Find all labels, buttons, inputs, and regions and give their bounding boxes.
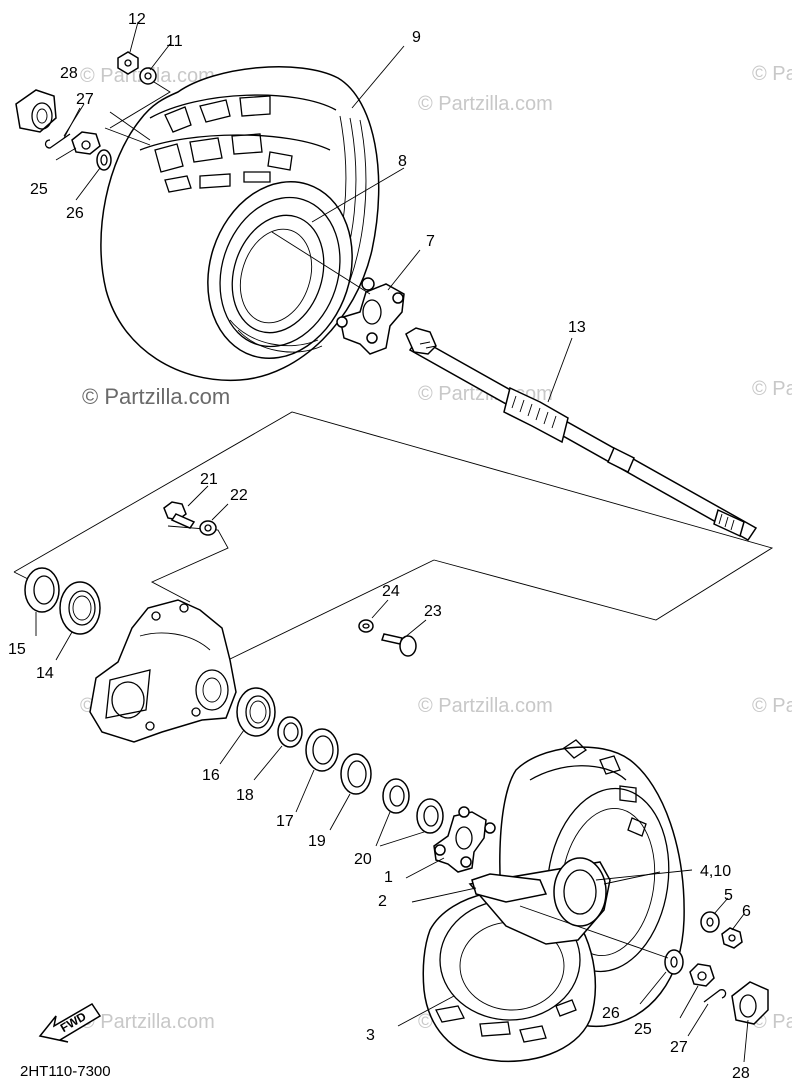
callout-27-bottom: 27	[670, 1039, 688, 1056]
callout-4-10: 4,10	[700, 863, 731, 880]
callout-2: 2	[378, 893, 387, 910]
cap-28-bottom[interactable]	[731, 981, 769, 1025]
washer-24[interactable]	[358, 619, 374, 633]
bearing-16[interactable]	[236, 687, 276, 737]
callout-24: 24	[382, 583, 400, 600]
callout-21: 21	[200, 471, 218, 488]
rear-wheel-right[interactable]	[422, 739, 685, 1063]
callout-5: 5	[724, 887, 733, 904]
callout-28-bottom: 28	[732, 1065, 750, 1082]
callout-13: 13	[568, 319, 586, 336]
bearing-17[interactable]	[305, 728, 339, 772]
seal-15[interactable]	[24, 567, 60, 613]
wheel-hub-7[interactable]	[336, 277, 405, 355]
spacer-18[interactable]	[277, 716, 303, 748]
callout-23: 23	[424, 603, 442, 620]
cap-28-top[interactable]	[15, 89, 57, 133]
callout-6: 6	[742, 903, 751, 920]
callout-18: 18	[236, 787, 254, 804]
rear-wheel-left[interactable]	[100, 66, 380, 382]
callout-7: 7	[426, 233, 435, 250]
callout-26-top: 26	[66, 205, 84, 222]
callout-25-top: 25	[30, 181, 48, 198]
castle-nut-25-top[interactable]	[71, 131, 101, 155]
nut-6[interactable]	[721, 927, 743, 949]
callout-28-top: 28	[60, 65, 78, 82]
bearing-14[interactable]	[59, 581, 101, 635]
callout-26-bottom: 26	[602, 1005, 620, 1022]
callout-labels: 12 11 9 28 27 25 26 8 7 13 21 22 24 23 1…	[8, 11, 751, 1082]
watermark: © Partzilla.com	[752, 378, 792, 400]
callout-12: 12	[128, 11, 146, 28]
watermark: © Partzilla.com	[80, 1011, 215, 1033]
callout-20: 20	[354, 851, 372, 868]
cotter-pin-27-top[interactable]	[44, 133, 71, 149]
top-left-small-parts	[15, 51, 157, 171]
seal-20-a[interactable]	[382, 778, 410, 814]
washer-26-bottom[interactable]	[664, 949, 684, 975]
cotter-pin-27-bottom[interactable]	[703, 989, 727, 1003]
callout-8: 8	[398, 153, 407, 170]
seal-19[interactable]	[340, 753, 372, 795]
callout-11: 11	[166, 33, 183, 50]
watermark: © Partzilla.com	[418, 93, 553, 115]
watermark: © Partzilla.com	[752, 63, 792, 85]
wheel-hub-1[interactable]	[433, 806, 496, 873]
callout-27-top: 27	[76, 91, 94, 108]
washer-5[interactable]	[700, 911, 720, 933]
callout-15: 15	[8, 641, 26, 658]
callout-3: 3	[366, 1027, 375, 1044]
rear-axle-13[interactable]	[405, 327, 758, 541]
castle-nut-25-bottom[interactable]	[689, 963, 715, 987]
hub-cover-2[interactable]	[471, 873, 548, 903]
leader-lines	[35, 21, 749, 1063]
washer-11[interactable]	[139, 67, 157, 85]
watermark-main: © Partzilla.com	[82, 384, 230, 409]
callout-25-bottom: 25	[634, 1021, 652, 1038]
callout-14: 14	[36, 665, 54, 682]
callout-9: 9	[412, 29, 421, 46]
callout-22: 22	[230, 487, 248, 504]
washer-26-top[interactable]	[96, 149, 112, 171]
diagram-code: 2HT110-7300	[20, 1063, 111, 1080]
watermark: © Partzilla.com	[752, 695, 792, 717]
callout-16: 16	[202, 767, 220, 784]
bolt-23[interactable]	[381, 633, 417, 657]
callout-19: 19	[308, 833, 326, 850]
washer-22[interactable]	[199, 520, 217, 536]
callout-1: 1	[384, 869, 393, 886]
bolt-21[interactable]	[163, 501, 196, 529]
seal-20-b[interactable]	[416, 798, 444, 834]
callout-17: 17	[276, 813, 294, 830]
assembly-outline	[13, 81, 774, 661]
nut-12[interactable]	[117, 51, 139, 75]
final-drive-housing[interactable]	[89, 599, 237, 743]
watermark: © Partzilla.com	[418, 695, 553, 717]
